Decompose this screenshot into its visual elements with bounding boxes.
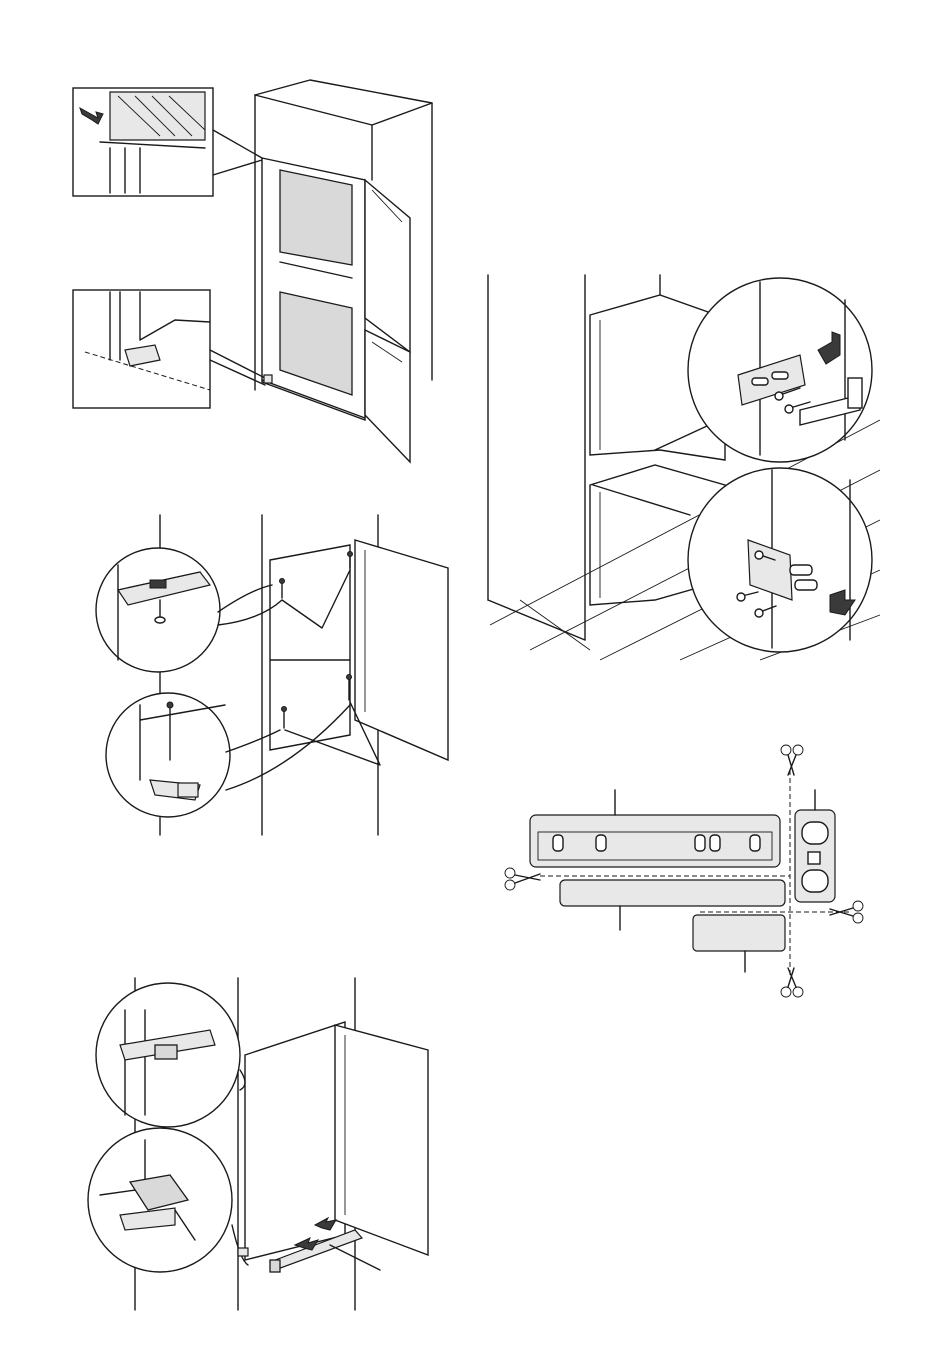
fig-cutting-template xyxy=(505,745,863,997)
detail-circle-top xyxy=(96,548,220,672)
detail-circle-bottom xyxy=(106,693,230,817)
template-cap xyxy=(693,915,785,951)
template-strip xyxy=(560,880,785,906)
scissors-icon xyxy=(505,868,540,890)
cover-cap-icon xyxy=(270,1260,280,1272)
fig-cover-fitting xyxy=(88,978,428,1310)
fig-cabinet-alignment xyxy=(73,80,432,462)
template-plate xyxy=(530,815,780,867)
scissors-icon xyxy=(781,745,803,775)
fig-hinge-screws xyxy=(96,515,448,835)
scissors-icon xyxy=(781,968,803,997)
fig-bracket-mounting xyxy=(488,275,880,660)
